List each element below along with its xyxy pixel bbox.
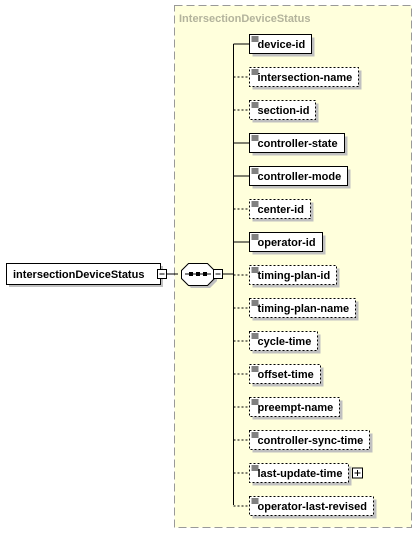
element-offset-time: offset-time [233, 364, 324, 387]
element-label: timing-plan-name [258, 303, 350, 315]
element-box[interactable] [249, 463, 349, 483]
element-label: last-update-time [258, 468, 343, 480]
element-preempt-name: preempt-name [233, 397, 343, 420]
element-box[interactable] [249, 133, 345, 153]
element-label: device-id [258, 39, 306, 51]
element-controller-state: controller-state [233, 133, 348, 156]
element-content-icon [251, 201, 259, 207]
element-box[interactable] [249, 232, 323, 252]
element-box[interactable] [249, 166, 348, 186]
element-content-icon [251, 465, 259, 471]
child-elements: device-id intersection-name section-id cont… [233, 34, 377, 519]
element-controller-sync-time: controller-sync-time [233, 430, 373, 453]
element-content-icon [251, 399, 259, 405]
element-cycle-time: cycle-time [233, 331, 321, 354]
element-box[interactable] [249, 496, 374, 516]
element-content-icon [251, 300, 259, 306]
element-content-icon [251, 333, 259, 339]
element-label: cycle-time [258, 336, 312, 348]
element-box[interactable] [249, 100, 316, 120]
element-label: offset-time [258, 369, 314, 381]
element-box[interactable] [249, 364, 321, 384]
element-device-id: device-id [233, 34, 315, 57]
element-content-icon [251, 69, 259, 75]
element-content-icon [251, 135, 259, 141]
element-box[interactable] [249, 397, 340, 417]
element-box[interactable] [249, 34, 312, 54]
element-timing-plan-name: timing-plan-name [233, 298, 359, 321]
element-box[interactable] [249, 298, 356, 318]
element-label: controller-sync-time [258, 435, 364, 447]
group-title: IntersectionDeviceStatus [179, 13, 310, 25]
element-section-id: section-id [233, 100, 319, 123]
element-last-update-time: last-update-time [233, 463, 363, 486]
expand-plus-icon[interactable] [352, 467, 363, 479]
element-label: operator-id [258, 237, 316, 249]
element-label: section-id [258, 105, 310, 117]
element-timing-plan-id: timing-plan-id [233, 265, 340, 288]
element-content-icon [251, 498, 259, 504]
element-operator-id: operator-id [233, 232, 326, 255]
element-box[interactable] [249, 67, 359, 87]
element-content-icon [251, 168, 259, 174]
root-element-label: intersectionDeviceStatus [13, 269, 144, 281]
element-label: intersection-name [258, 72, 353, 84]
element-label: preempt-name [258, 402, 334, 414]
element-label: timing-plan-id [258, 270, 331, 282]
element-box[interactable] [249, 265, 337, 285]
element-content-icon [251, 102, 259, 108]
element-content-icon [251, 366, 259, 372]
element-label: operator-last-revised [258, 501, 367, 513]
element-content-icon [251, 267, 259, 273]
sequence-icon [185, 272, 211, 276]
element-content-icon [251, 234, 259, 240]
element-controller-mode: controller-mode [233, 166, 351, 189]
element-label: controller-state [258, 138, 338, 150]
element-label: controller-mode [258, 171, 342, 183]
element-content-icon [251, 36, 259, 42]
element-label: center-id [258, 204, 304, 216]
element-content-icon [251, 432, 259, 438]
element-box[interactable] [249, 199, 311, 219]
element-intersection-name: intersection-name [233, 67, 362, 90]
element-box[interactable] [249, 331, 318, 351]
element-center-id: center-id [233, 199, 314, 222]
element-operator-last-revised: operator-last-revised [233, 496, 377, 519]
element-box[interactable] [249, 430, 370, 450]
